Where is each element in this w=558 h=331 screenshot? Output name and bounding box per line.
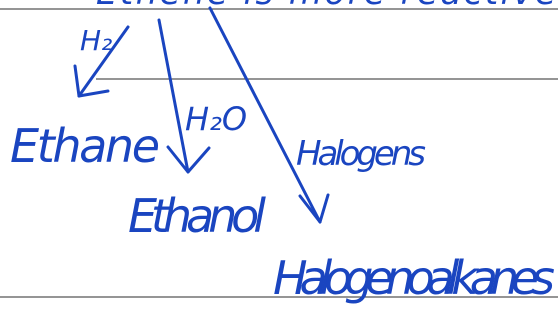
arrowhead-ethane [73,64,110,98]
heading-fragment: Ethene is more reactive [96,0,556,13]
label-h2o: H₂O [185,100,247,138]
arrowhead-halogenoalkanes [298,193,330,224]
label-halogens: Halogens [296,134,426,174]
arrow-to-ethanol [157,18,190,174]
label-h2: H₂ [80,24,112,57]
arrow-to-ethane [77,25,130,98]
product-ethane: Ethane [10,119,160,173]
arrow-to-halogenoalkanes [208,6,322,224]
product-halogenoalkanes: Halogenoalkanes [273,251,555,305]
product-ethanol: Ethanol [128,189,266,243]
arrowhead-ethanol [166,145,211,174]
